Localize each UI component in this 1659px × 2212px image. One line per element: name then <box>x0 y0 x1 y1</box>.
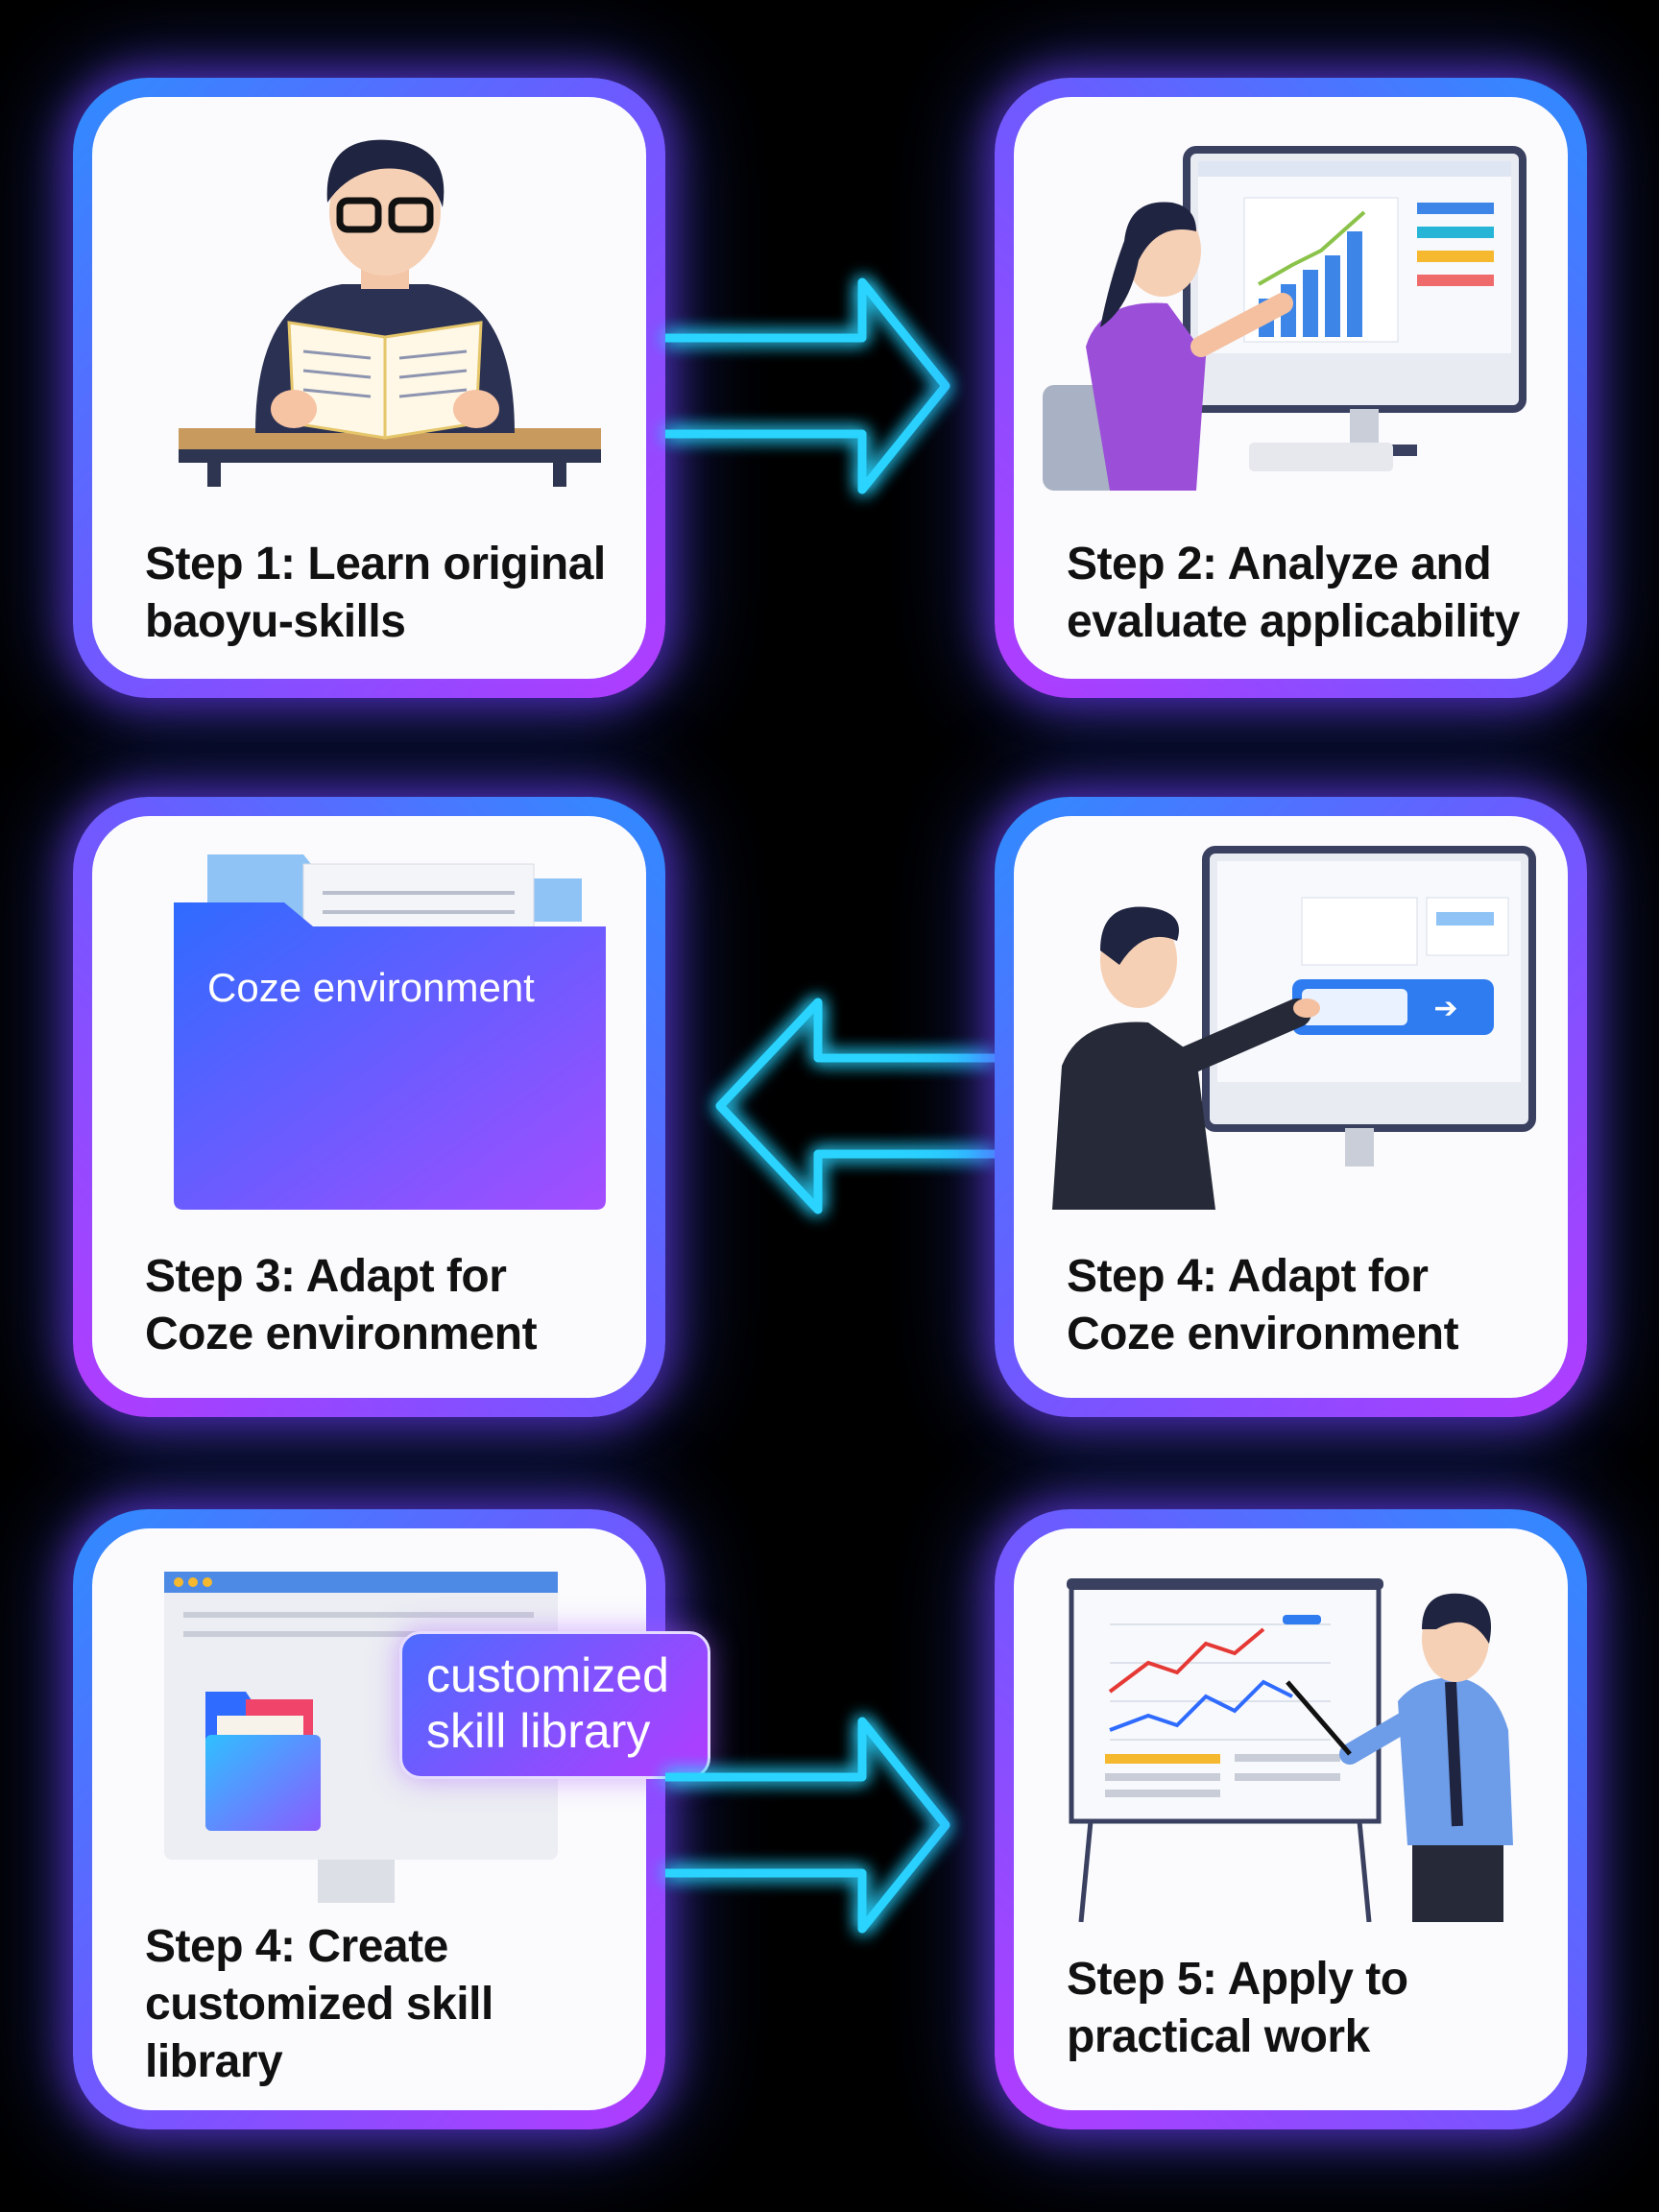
arrow-left-icon <box>715 998 995 1214</box>
arrow-right-1 <box>665 275 953 497</box>
presenter-whiteboard-illustration <box>1067 1578 1513 1922</box>
callout-line-2: skill library <box>426 1704 651 1758</box>
callout-line-1: customized <box>426 1648 669 1702</box>
svg-text:➔: ➔ <box>1433 993 1457 1024</box>
arrow-right-icon <box>665 1717 950 1934</box>
person-reading-book-illustration <box>179 139 601 487</box>
man-pressing-button-illustration: ➔ <box>1052 846 1536 1210</box>
folder-illustration <box>174 854 606 1210</box>
woman-analyzing-chart-illustration <box>1043 146 1527 491</box>
callout-bubble: customized skill library <box>399 1631 710 1779</box>
arrow-right-3 <box>665 1714 953 1936</box>
arrow-left-2 <box>712 995 1000 1217</box>
arrow-right-icon <box>665 277 950 494</box>
folder-label: Coze environment <box>207 965 535 1010</box>
